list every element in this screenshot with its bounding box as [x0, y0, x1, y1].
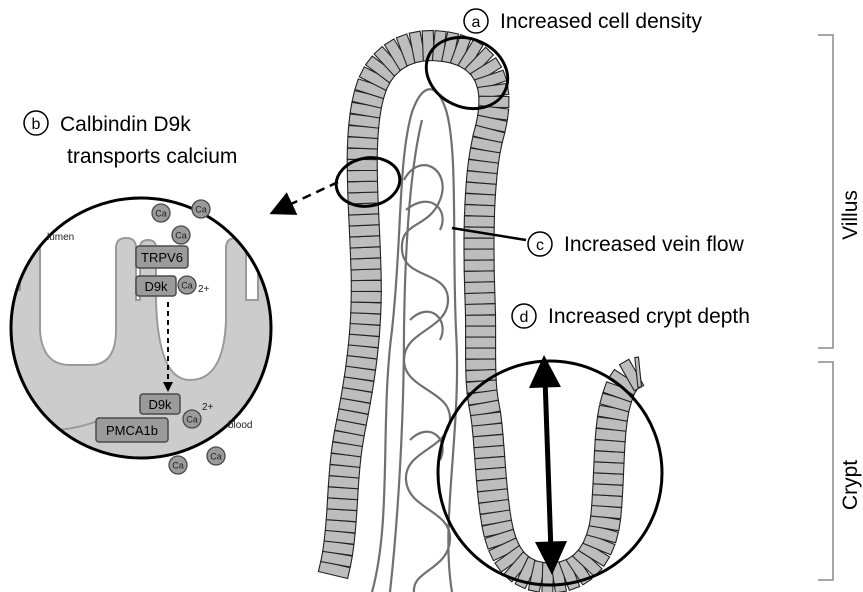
calcium-ion-label: Ca	[181, 281, 193, 291]
svg-text:c: c	[536, 237, 544, 254]
epithelial-cell	[351, 280, 381, 291]
epithelial-cell	[466, 359, 496, 370]
epithelial-cell	[349, 225, 380, 237]
annotation-c: c Increased vein flow	[528, 232, 745, 256]
epithelial-cell	[592, 484, 623, 497]
epithelial-cell	[593, 473, 624, 485]
epithelial-cell	[594, 462, 625, 474]
epithelial-cell	[464, 260, 494, 271]
annotation-b: b Calbindin D9k transports calcium	[24, 111, 237, 168]
epithelial-cell	[351, 258, 381, 270]
epithelial-cell	[348, 192, 378, 204]
epithelial-cell	[466, 337, 496, 348]
annotation-d: d Increased crypt depth	[512, 304, 750, 328]
epithelial-cell	[464, 249, 494, 260]
epithelial-cell	[350, 247, 380, 259]
trpv6-label: TRPV6	[141, 250, 183, 265]
villus-label: Villus	[839, 190, 862, 240]
annotation-b-line2: transports calcium	[67, 145, 237, 168]
epithelial-cell	[348, 181, 378, 193]
epithelial-cell	[465, 304, 495, 316]
epithelial-cell	[351, 269, 381, 281]
epithelial-cell	[466, 348, 496, 359]
svg-text:a: a	[472, 14, 481, 31]
annotation-d-text: Increased crypt depth	[548, 305, 750, 328]
epithelial-cell	[466, 315, 496, 326]
epithelial-cell	[466, 326, 496, 337]
d9k-bottom-label: D9k	[148, 397, 172, 412]
calcium-ion-label: Ca	[195, 205, 207, 215]
calcium-ion-label: Ca	[172, 461, 184, 471]
epithelial-cell	[347, 170, 377, 182]
epithelial-cell	[464, 216, 494, 228]
epithelial-cell	[350, 313, 381, 326]
annotation-c-text: Increased vein flow	[564, 233, 745, 256]
inset-pointer-arrow	[274, 182, 338, 212]
calcium-ion-label: Ca	[155, 209, 167, 219]
annotation-a: a Increased cell density	[464, 9, 702, 33]
epithelial-cell	[464, 238, 494, 249]
epithelial-cell	[349, 214, 380, 226]
crypt-depth-arrow	[529, 355, 567, 575]
calcium-ion-label: Ca	[186, 415, 198, 425]
epithelial-cell	[464, 271, 494, 283]
svg-text:b: b	[32, 116, 41, 133]
epithelial-cell	[350, 236, 381, 248]
charge-top: 2+	[198, 284, 210, 295]
calcium-ion-label: Ca	[175, 231, 187, 241]
epithelial-cell	[465, 293, 495, 305]
annotation-a-text: Increased cell density	[500, 10, 702, 33]
villus-bracket	[818, 35, 833, 348]
villus-vessels	[372, 89, 457, 592]
pmca1b-label: PMCA1b	[106, 423, 158, 438]
epithelial-cell	[465, 193, 496, 206]
svg-text:d: d	[520, 309, 529, 326]
calcium-ion-label: Ca	[210, 452, 222, 462]
annotation-b-line1: Calbindin D9k	[60, 113, 191, 136]
blood-label: blood	[228, 420, 252, 431]
epithelial-cell	[351, 291, 381, 302]
charge-bottom: 2+	[202, 402, 214, 413]
epithelial-cell	[465, 282, 495, 294]
epithelial-cell	[465, 205, 495, 217]
lumen-label: lumen	[47, 232, 74, 243]
epithelial-cell	[351, 302, 381, 314]
crypt-bracket	[818, 362, 833, 580]
crypt-label: Crypt	[839, 460, 862, 510]
d9k-top-label: D9k	[144, 279, 168, 294]
